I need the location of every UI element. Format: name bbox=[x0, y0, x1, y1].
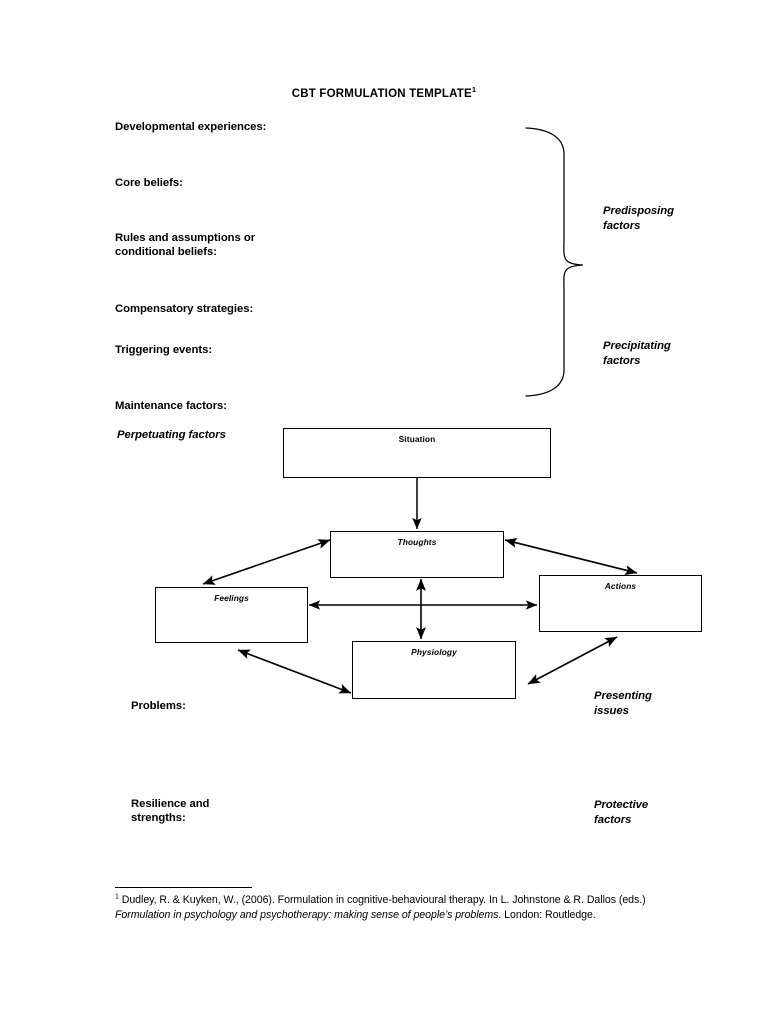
connector-actions-physiology bbox=[527, 636, 618, 685]
diagram-node-label-actions: Actions bbox=[604, 581, 637, 591]
side-label-perpetuating-factors: Perpetuating factors bbox=[117, 429, 226, 441]
side-label-precipitating-factors: Precipitating factors bbox=[603, 340, 671, 367]
grouping-brace-path bbox=[525, 127, 584, 397]
diagram-node-actions: Actions bbox=[539, 575, 702, 632]
connector-feelings-physiology bbox=[237, 649, 352, 694]
field-label-resilience-and-strengths: Resilience and strengths: bbox=[131, 798, 210, 824]
diagram-node-situation: Situation bbox=[283, 428, 551, 478]
field-label-triggering-events: Triggering events: bbox=[115, 344, 213, 356]
field-label-core-beliefs: Core beliefs: bbox=[115, 177, 183, 189]
connector-thoughts-actions bbox=[504, 538, 638, 575]
field-label-maintenance-factors: Maintenance factors: bbox=[115, 400, 227, 412]
field-label-compensatory-strategies: Compensatory strategies: bbox=[115, 303, 254, 315]
footnote-part-one: Dudley, R. & Kuyken, W., (2006). Formula… bbox=[118, 894, 646, 906]
connector-thoughts-feelings bbox=[202, 539, 331, 585]
page-title-footnote-marker: 1 bbox=[471, 85, 477, 95]
diagram-node-label-situation: Situation bbox=[398, 434, 436, 444]
side-label-protective-factors: Protective factors bbox=[594, 799, 649, 826]
page-title-text: CBT FORMULATION TEMPLATE bbox=[291, 88, 472, 100]
diagram-node-label-physiology: Physiology bbox=[411, 647, 457, 657]
footnote-marker: 1 bbox=[115, 893, 119, 901]
footnote: 1 Dudley, R. & Kuyken, W., (2006). Formu… bbox=[115, 893, 660, 922]
footnote-separator-rule bbox=[115, 887, 252, 888]
field-label-developmental-experiences: Developmental experiences: bbox=[115, 121, 267, 133]
diagram-node-feelings: Feelings bbox=[155, 587, 308, 643]
footnote-part-two: . London: Routledge. bbox=[498, 908, 596, 921]
field-label-rules-and-assumptions: Rules and assumptions or conditional bel… bbox=[115, 232, 256, 258]
footnote-italic-title: Formulation in psychology and psychother… bbox=[115, 908, 499, 921]
diagram-node-physiology: Physiology bbox=[352, 641, 516, 699]
side-label-presenting-issues: Presenting issues bbox=[594, 690, 652, 717]
diagram-node-label-thoughts: Thoughts bbox=[397, 537, 437, 547]
side-label-predisposing-factors: Predisposing factors bbox=[603, 205, 674, 232]
field-label-problems: Problems: bbox=[131, 700, 186, 712]
diagram-node-thoughts: Thoughts bbox=[330, 531, 504, 578]
diagram-node-label-feelings: Feelings bbox=[214, 593, 249, 603]
page-title: CBT FORMULATION TEMPLATE1 bbox=[0, 85, 768, 100]
